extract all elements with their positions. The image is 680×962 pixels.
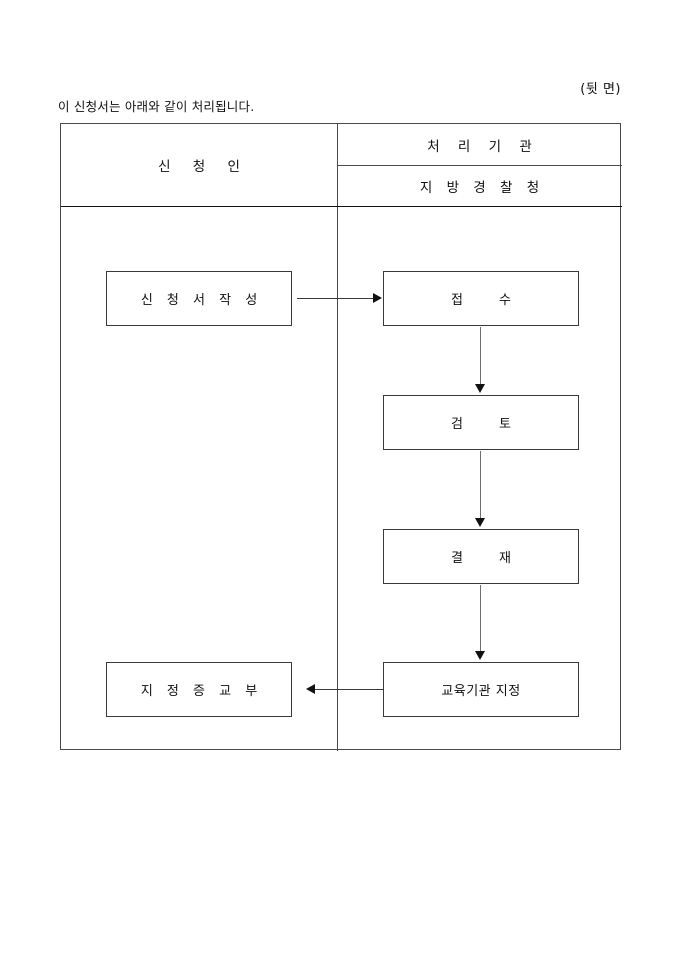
connector-shaft <box>480 585 481 654</box>
arrow-down-icon <box>475 384 485 393</box>
page-side-marker: (뒷 면) <box>580 82 621 97</box>
connector-receive-to-review <box>475 327 485 395</box>
arrow-right-icon <box>373 293 382 303</box>
header-cell-provincial-police-office: 지 방 경 찰 청 <box>419 179 545 196</box>
intro-text: 이 신청서는 아래와 같이 처리됩니다. <box>58 99 255 114</box>
connector-assign-to-issue <box>306 684 384 694</box>
header-bottom-rule <box>61 206 622 207</box>
header-cell-processing-agency: 처 리 기 관 <box>427 138 539 155</box>
connector-shaft <box>297 298 377 299</box>
connector-review-to-approve <box>475 451 485 529</box>
arrow-down-icon <box>475 518 485 527</box>
process-flow-table: 신 청 인 처 리 기 관 지 방 경 찰 청 신 청 서 작 성 접 수 검 … <box>60 123 622 751</box>
connector-apply-to-receive <box>297 293 387 303</box>
arrow-left-icon <box>306 684 315 694</box>
flow-node-issue-certificate: 지 정 증 교 부 <box>106 662 292 717</box>
connector-approve-to-assign <box>475 585 485 662</box>
connector-shaft <box>480 327 481 387</box>
connector-shaft <box>480 451 481 521</box>
header-cell-applicant: 신 청 인 <box>158 159 249 175</box>
arrow-down-icon <box>475 651 485 660</box>
flow-node-apply: 신 청 서 작 성 <box>106 271 292 326</box>
flow-node-review: 검 토 <box>383 395 579 450</box>
flow-node-receive: 접 수 <box>383 271 579 326</box>
flow-node-assign-institution: 교육기관 지정 <box>383 662 579 717</box>
agency-header-split-rule <box>337 165 622 166</box>
column-divider <box>337 124 338 751</box>
connector-shaft <box>314 689 384 690</box>
flow-node-approve: 결 재 <box>383 529 579 584</box>
